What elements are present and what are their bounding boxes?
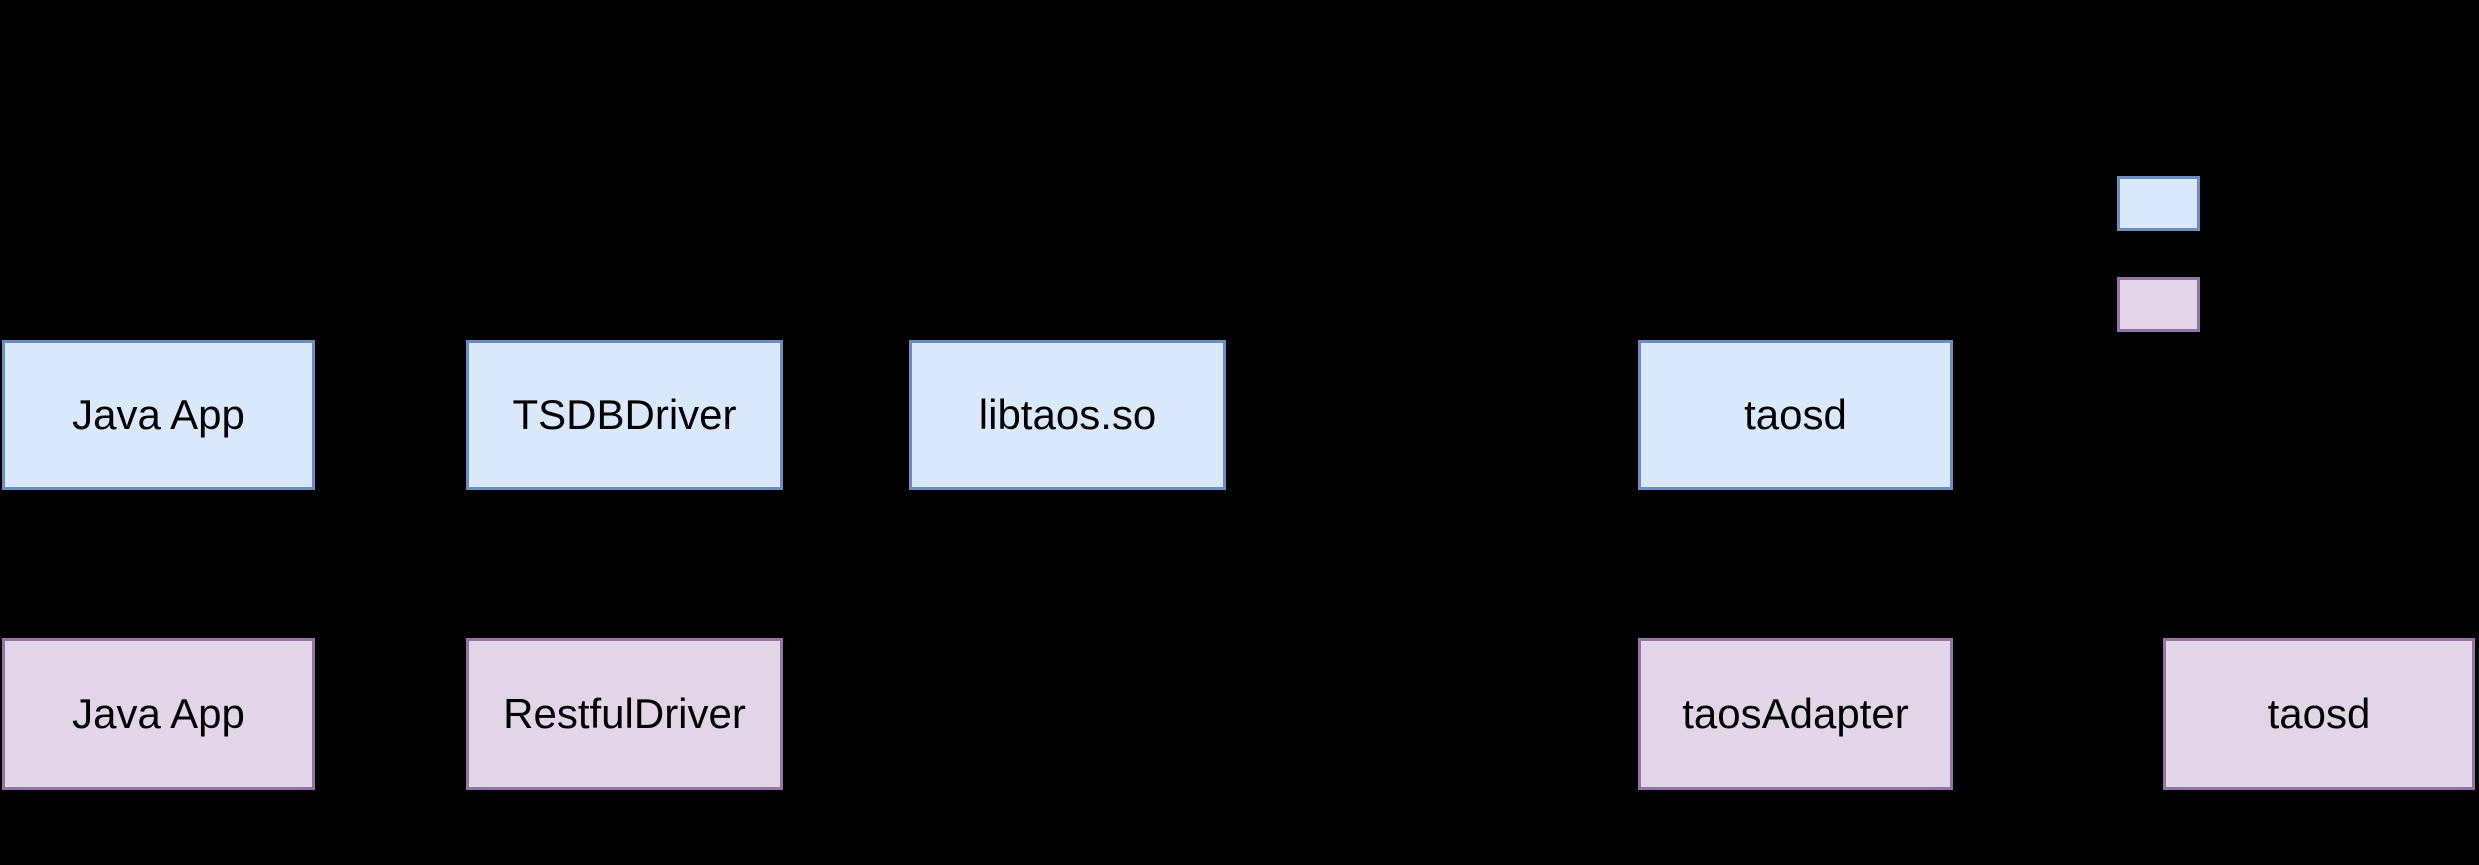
node-label: Java App	[72, 390, 245, 438]
node-label: taosAdapter	[1682, 689, 1909, 737]
node-restful-driver: RestfulDriver	[466, 638, 783, 790]
node-label: taosd	[1744, 390, 1847, 438]
node-libtaos-so: libtaos.so	[909, 340, 1226, 490]
node-label: TSDBDriver	[512, 390, 737, 438]
node-label: RestfulDriver	[503, 689, 746, 737]
node-taos-adapter: taosAdapter	[1638, 638, 1953, 790]
node-label: libtaos.so	[978, 390, 1157, 438]
legend-swatch-jni-blue	[2117, 176, 2200, 231]
node-label: Java App	[72, 689, 245, 737]
node-label: taosd	[2267, 689, 2371, 737]
legend-swatch-rest-purple	[2117, 277, 2200, 332]
node-taosd-jni: taosd	[1638, 340, 1953, 490]
node-taosd-rest: taosd	[2163, 638, 2475, 790]
node-tsdb-driver: TSDBDriver	[466, 340, 783, 490]
node-java-app-jni: Java App	[2, 340, 315, 490]
node-java-app-rest: Java App	[2, 638, 315, 790]
